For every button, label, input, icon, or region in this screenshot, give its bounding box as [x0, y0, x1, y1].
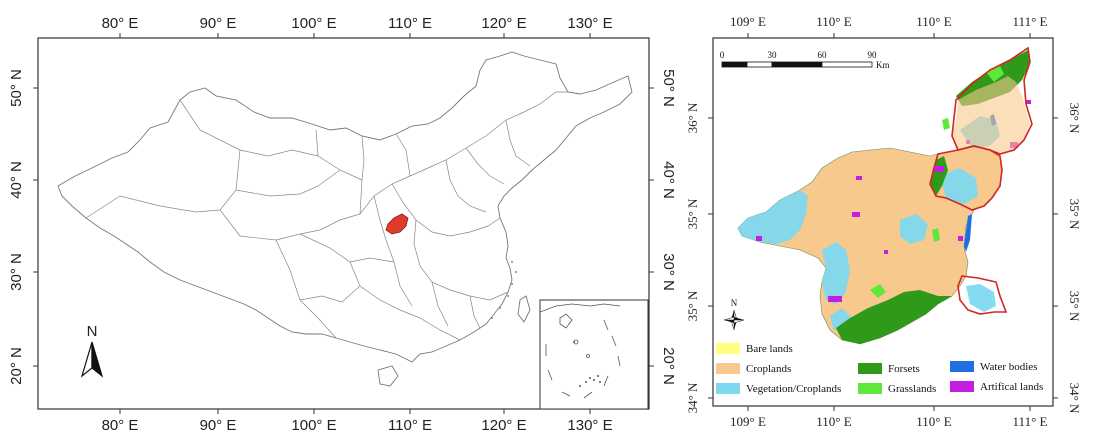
- detail-y-label-left: 35° N: [685, 290, 700, 321]
- detail-x-label-top: 110° E: [916, 14, 951, 29]
- china-y-label-right: 20° N: [660, 347, 677, 385]
- china-y-label-right: 50° N: [660, 69, 677, 107]
- legend-label: Croplands: [746, 363, 791, 375]
- china-x-label-bottom: 130° E: [567, 417, 612, 434]
- china-x-label-bottom: 90° E: [200, 417, 237, 434]
- legend-label: Grasslands: [888, 383, 936, 395]
- county-boundaries: [929, 46, 1033, 315]
- china-y-label-right: 40° N: [660, 161, 677, 199]
- taiwan-island: [517, 295, 531, 323]
- legend-label: Forsets: [888, 363, 920, 375]
- legend-swatch: [716, 343, 740, 354]
- northeast-region: [952, 76, 1030, 154]
- china-y-label-left: 30° N: [8, 253, 25, 291]
- legend-label: Artifical lands: [980, 381, 1043, 393]
- detail-x-label-bottom: 111° E: [1013, 414, 1048, 429]
- legend-label: Water bodies: [980, 361, 1037, 373]
- north-arrow: N: [80, 323, 104, 378]
- china-y-label-left: 20° N: [8, 347, 25, 385]
- detail-y-label-left: 36° N: [685, 102, 700, 133]
- detail-x-label-bottom: 110° E: [916, 414, 951, 429]
- legend-swatch: [950, 361, 974, 372]
- detail-y-label-right: 35° N: [1067, 291, 1082, 322]
- study-area-marker: [385, 213, 409, 235]
- province-boundaries: [85, 91, 568, 341]
- china-y-label-left: 40° N: [8, 161, 25, 199]
- detail-map-ticks: 109° E 109° E 110° E 110° E 110° E 110° E 111°…: [685, 14, 1082, 429]
- china-x-label-top: 90° E: [200, 15, 237, 32]
- legend-swatch: [716, 363, 740, 374]
- legend-label: Vegetation/Croplands: [746, 383, 841, 395]
- legend-swatch: [950, 381, 974, 392]
- scale-label-0: 0: [720, 50, 725, 60]
- detail-y-label-right: 35° N: [1067, 199, 1082, 230]
- legend-swatch: [858, 363, 882, 374]
- china-x-label-top: 100° E: [291, 15, 336, 32]
- legend-swatch: [716, 383, 740, 394]
- scale-label-30: 30: [768, 50, 778, 60]
- china-y-label-right: 30° N: [660, 253, 677, 291]
- scale-label-90: 90: [868, 50, 878, 60]
- china-y-label-left: 50° N: [8, 69, 25, 107]
- scale-label-60: 60: [818, 50, 828, 60]
- china-x-label-bottom: 110° E: [388, 417, 432, 434]
- hainan-island: [377, 365, 399, 387]
- compass-rose: N: [723, 298, 745, 331]
- china-x-label-bottom: 80° E: [102, 417, 139, 434]
- china-x-label-top: 80° E: [102, 15, 139, 32]
- detail-x-label-top: 111° E: [1013, 14, 1048, 29]
- detail-x-label-top: 109° E: [730, 14, 766, 29]
- china-x-label-bottom: 120° E: [481, 417, 526, 434]
- legend-swatch: [858, 383, 882, 394]
- scale-unit: Km: [876, 60, 890, 70]
- detail-y-label-left: 35° N: [685, 198, 700, 229]
- coastal-islands: [491, 261, 517, 319]
- china-x-label-top: 130° E: [567, 15, 612, 32]
- detail-x-label-top: 110° E: [816, 14, 851, 29]
- china-outline: [57, 51, 633, 363]
- detail-x-label-bottom: 110° E: [816, 414, 851, 429]
- detail-x-label-bottom: 109° E: [730, 414, 766, 429]
- south-china-sea-inset: [539, 299, 649, 410]
- detail-y-label-right: 34° N: [1067, 383, 1082, 414]
- legend-label: Bare lands: [746, 343, 793, 355]
- north-label: N: [87, 323, 98, 340]
- scale-bar: 0 30 60 90 Km: [720, 50, 890, 70]
- china-x-label-bottom: 100° E: [291, 417, 336, 434]
- detail-y-label-right: 36° N: [1067, 103, 1082, 134]
- china-map-panel: N 80° E 80° E 90° E 90° E 100° E 100° E 110° E…: [8, 15, 677, 434]
- china-x-label-top: 110° E: [388, 15, 432, 32]
- grassland-areas: [870, 66, 1004, 298]
- detail-y-label-left: 34° N: [685, 382, 700, 413]
- compass-label: N: [731, 298, 738, 308]
- china-x-label-top: 120° E: [481, 15, 526, 32]
- detail-map-panel: 0 30 60 90 Km N Bare landsCroplandsVeget…: [685, 14, 1082, 429]
- china-map-ticks: 80° E 80° E 90° E 90° E 100° E 100° E 110° E 11…: [8, 15, 677, 434]
